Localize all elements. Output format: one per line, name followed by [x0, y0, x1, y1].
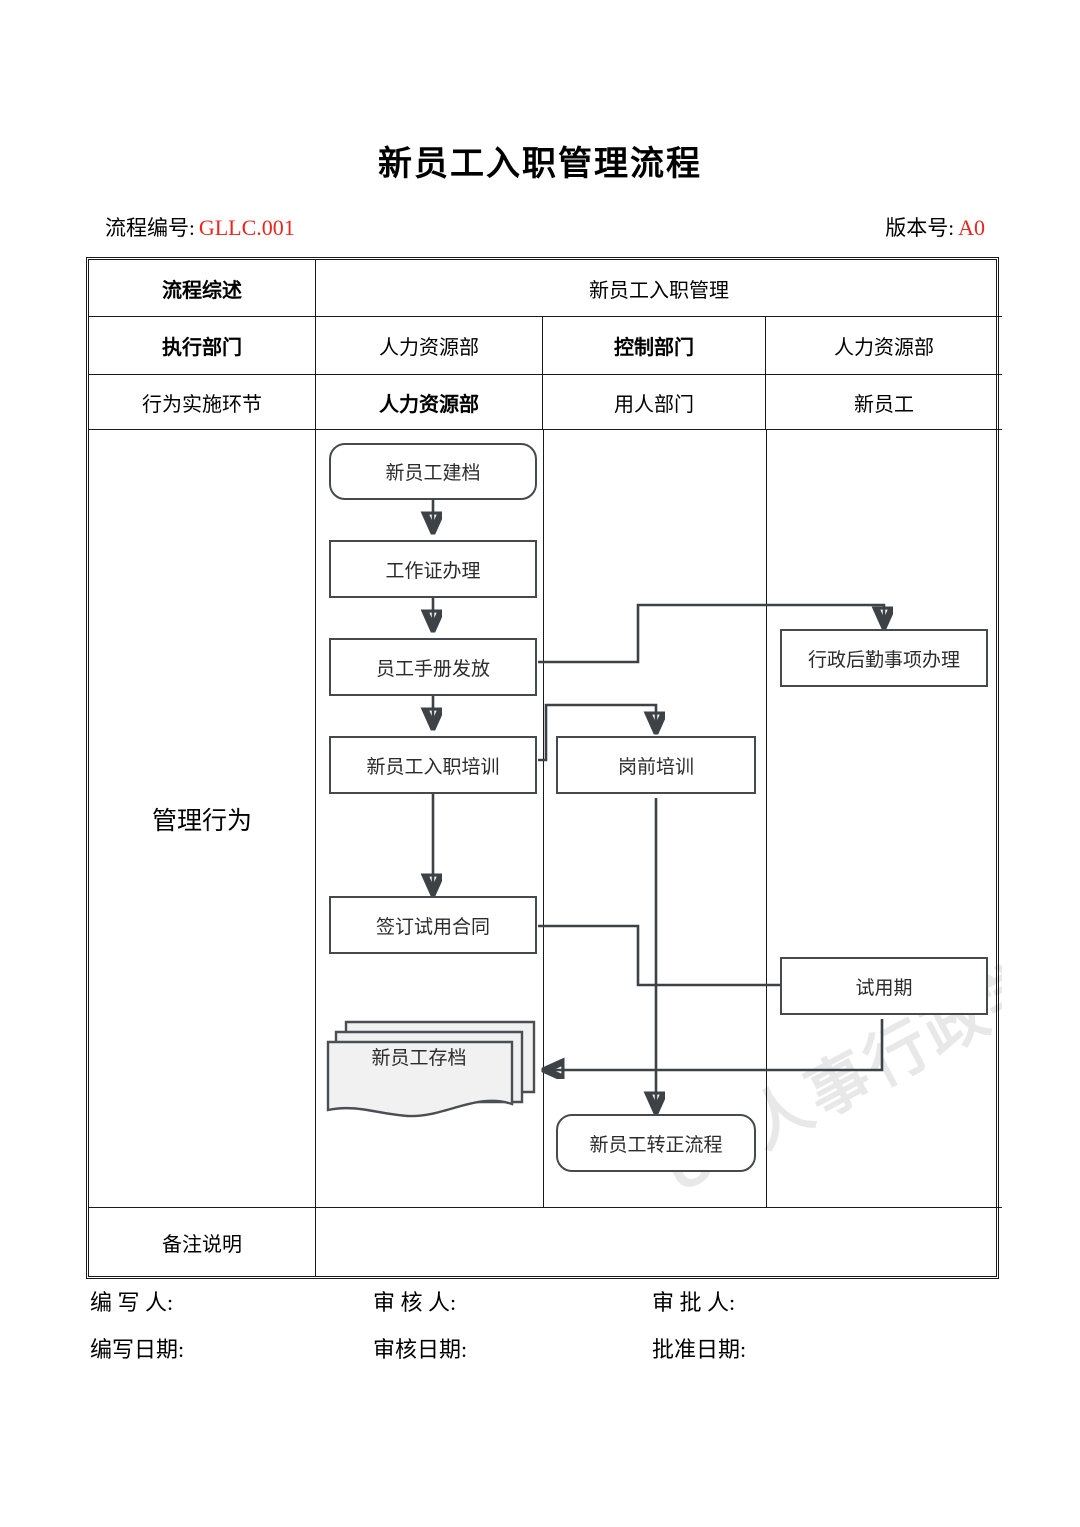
approve-date-field[interactable]: 批准日期:	[652, 1337, 747, 1362]
overview-label: 流程综述	[89, 260, 316, 317]
stage-label: 行为实施环节	[89, 375, 316, 430]
process-number-label: 流程编号:	[105, 216, 195, 240]
flow-node-probation-period[interactable]: 试用期	[780, 957, 988, 1015]
flow-row-label: 管理行为	[89, 430, 316, 1208]
lane-divider-2	[766, 430, 767, 1207]
flow-node-sign-probation-contract[interactable]: 签订试用合同	[329, 896, 537, 954]
notes-label: 备注说明	[89, 1208, 316, 1276]
flowchart-canvas: UP人事行政学堂	[316, 430, 1002, 1208]
stage-col-1: 人力资源部	[316, 375, 543, 430]
notes-value[interactable]	[316, 1208, 1002, 1276]
exec-dept-col-3: 人力资源部	[766, 317, 1002, 375]
flow-node-employee-archive[interactable]: 新员工存档	[326, 1018, 538, 1120]
process-number-value: GLLC.001	[198, 215, 295, 240]
flow-node-admin-logistics[interactable]: 行政后勤事项办理	[780, 629, 988, 687]
exec-dept-col-2: 控制部门	[543, 317, 766, 375]
table-row-flow: 管理行为 UP人事行政学堂	[89, 430, 1002, 1208]
approver-field[interactable]: 审 批 人:	[652, 1290, 736, 1315]
table-row-overview: 流程综述 新员工入职管理	[89, 260, 1002, 317]
exec-dept-col-1: 人力资源部	[316, 317, 543, 375]
table-row-exec-dept: 执行部门 人力资源部 控制部门 人力资源部	[89, 317, 1002, 375]
flow-node-regularization-process[interactable]: 新员工转正流程	[556, 1114, 756, 1172]
flow-node-work-permit[interactable]: 工作证办理	[329, 540, 537, 598]
overview-value: 新员工入职管理	[316, 260, 1002, 317]
signature-section: 编 写 人: 审 核 人: 审 批 人: 编写日期: 审核日期: 批准日期:	[90, 1285, 990, 1379]
write-date-field[interactable]: 编写日期:	[90, 1337, 185, 1362]
flow-node-handbook-issue[interactable]: 员工手册发放	[329, 638, 537, 696]
reviewer-field[interactable]: 审 核 人:	[373, 1290, 457, 1315]
stage-col-3: 新员工	[766, 375, 1002, 430]
process-table: 流程综述 新员工入职管理 执行部门 人力资源部 控制部门 人力资源部 行为实施环…	[86, 257, 1002, 1279]
page-title: 新员工入职管理流程	[378, 146, 702, 183]
version-number: 版本号: A0	[885, 212, 985, 242]
table-row-stage: 行为实施环节 人力资源部 用人部门 新员工	[89, 375, 1002, 430]
stage-col-2: 用人部门	[543, 375, 766, 430]
flow-node-employee-archive-label: 新员工存档	[371, 1047, 467, 1069]
lane-divider-1	[543, 430, 544, 1207]
flow-node-new-employee-file[interactable]: 新员工建档	[329, 443, 537, 500]
writer-field[interactable]: 编 写 人:	[90, 1290, 174, 1315]
signature-row-dates: 编写日期: 审核日期: 批准日期:	[90, 1332, 990, 1379]
signature-row-people: 编 写 人: 审 核 人: 审 批 人:	[90, 1285, 990, 1332]
flow-node-pre-job-training[interactable]: 岗前培训	[556, 736, 756, 794]
document-meta: 流程编号: GLLC.001 版本号: A0	[105, 212, 985, 246]
version-label: 版本号:	[885, 216, 955, 240]
review-date-field[interactable]: 审核日期:	[373, 1337, 468, 1362]
process-number: 流程编号: GLLC.001	[105, 212, 295, 242]
exec-dept-label: 执行部门	[89, 317, 316, 375]
flow-node-onboarding-training[interactable]: 新员工入职培训	[329, 736, 537, 794]
version-value: A0	[958, 215, 985, 240]
table-row-notes: 备注说明	[89, 1208, 996, 1276]
